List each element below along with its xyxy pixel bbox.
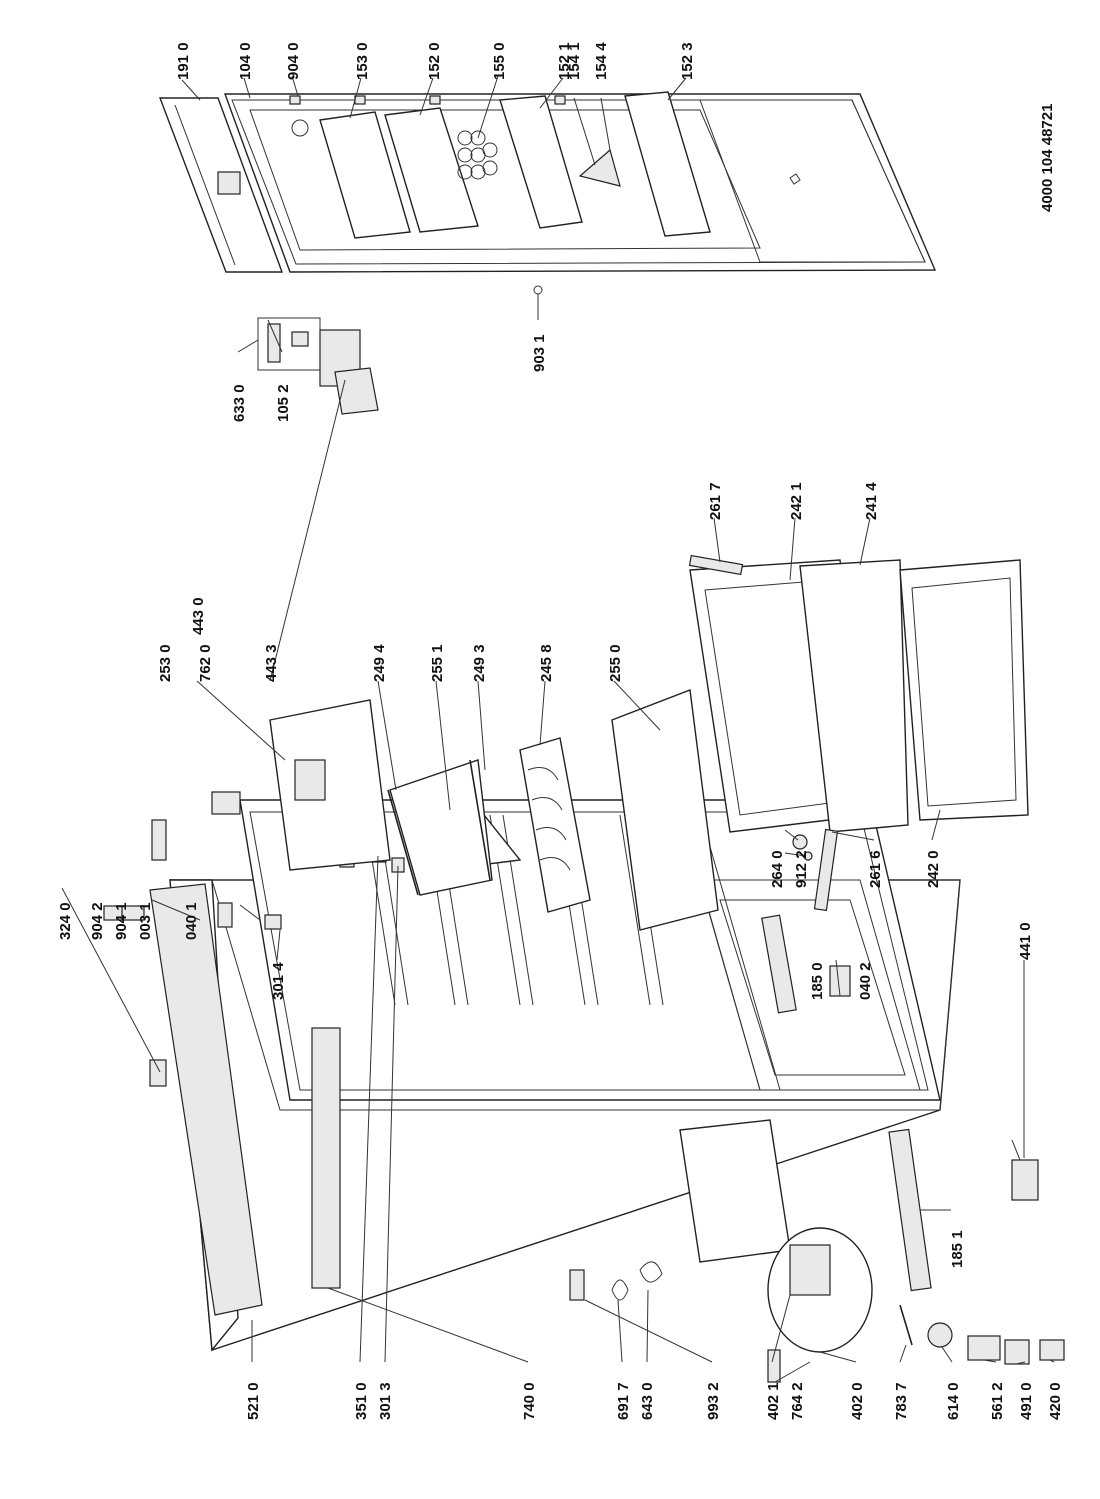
- label-993-2: 993 2: [705, 1382, 722, 1420]
- label-561-2: 561 2: [989, 1382, 1006, 1420]
- label-003-1: 003 1: [137, 902, 154, 940]
- label-912-2: 912 2: [793, 850, 810, 888]
- label-242-1: 242 1: [788, 482, 805, 520]
- label-420-0: 420 0: [1047, 1382, 1064, 1420]
- label-249-3: 249 3: [471, 644, 488, 682]
- label-152-3: 152 3: [679, 42, 696, 80]
- small-block-762: [211, 791, 241, 815]
- light-housing: [269, 699, 391, 871]
- label-402-0: 402 0: [849, 1382, 866, 1420]
- bottle-holder: [578, 148, 621, 187]
- door-shelf-152-1: [499, 95, 583, 229]
- glass-shelf-255-0: [611, 689, 719, 931]
- hinge-kit-frame: [257, 317, 321, 371]
- light-cover: [334, 367, 379, 415]
- door-shelf-152-3: [624, 91, 711, 237]
- label-154-4: 154 4: [593, 42, 610, 80]
- part-993-2: [569, 1269, 585, 1301]
- label-643-0: 643 0: [639, 1382, 656, 1420]
- label-783-7: 783 7: [893, 1382, 910, 1420]
- label-402-1: 402 1: [765, 1382, 782, 1420]
- egg-tray: [457, 130, 498, 180]
- label-904-0: 904 0: [285, 42, 302, 80]
- glass-shelf-255-1: [389, 759, 493, 896]
- label-904-1: 904 1: [113, 902, 130, 940]
- bottle-rack: [519, 737, 591, 913]
- label-040-1: 040 1: [183, 902, 200, 940]
- part-420-0: [1039, 1339, 1065, 1361]
- label-691-7: 691 7: [615, 1382, 632, 1420]
- label-105-2: 105 2: [275, 384, 292, 422]
- label-255-0: 255 0: [607, 644, 624, 682]
- label-903-1: 903 1: [531, 334, 548, 372]
- label-245-8: 245 8: [538, 644, 555, 682]
- label-443-3: 443 3: [263, 644, 280, 682]
- callout-labels: 191 0 104 0 904 0 153 0 152 0 155 0 152 …: [57, 42, 1064, 1420]
- thermostat-knob: [151, 819, 167, 861]
- label-301-4: 301 4: [270, 962, 287, 1000]
- shelves-group: [151, 329, 1029, 931]
- part-764-2: [767, 1349, 781, 1383]
- label-191-0: 191 0: [175, 42, 192, 80]
- label-491-0: 491 0: [1018, 1382, 1035, 1420]
- label-152-1: 152 1: [556, 42, 573, 80]
- label-253-0: 253 0: [157, 644, 174, 682]
- label-153-0: 153 0: [354, 42, 371, 80]
- door-assembly: [158, 91, 937, 371]
- label-249-4: 249 4: [371, 644, 388, 682]
- small-parts: [103, 902, 1065, 1383]
- relay-614: [927, 1322, 953, 1348]
- label-040-2: 040 2: [857, 962, 874, 1000]
- label-242-0: 242 0: [925, 850, 942, 888]
- leader-lines: [61, 75, 1055, 1383]
- label-762-0: 762 0: [197, 644, 214, 682]
- fan-cover: [679, 1119, 791, 1263]
- part-561-2: [967, 1335, 1001, 1361]
- label-154-1: 154 1: [566, 42, 583, 80]
- door-dairy-cover: [319, 111, 411, 239]
- label-255-1: 255 1: [429, 644, 446, 682]
- label-633-0: 633 0: [231, 384, 248, 422]
- label-740-0: 740 0: [521, 1382, 538, 1420]
- label-104-0: 104 0: [237, 42, 254, 80]
- crisper-drawer-242-0: [899, 559, 1029, 821]
- label-152-0: 152 0: [426, 42, 443, 80]
- label-264-0: 264 0: [769, 850, 786, 888]
- label-904-2: 904 2: [89, 902, 106, 940]
- label-521-0: 521 0: [245, 1382, 262, 1420]
- label-261-7: 261 7: [707, 482, 724, 520]
- label-185-0: 185 0: [809, 962, 826, 1000]
- label-241-4: 241 4: [863, 482, 880, 520]
- label-185-1: 185 1: [949, 1230, 966, 1268]
- label-443-0: 443 0: [190, 597, 207, 635]
- power-cord-box: [1011, 1159, 1039, 1201]
- label-764-2: 764 2: [789, 1382, 806, 1420]
- label-261-6: 261 6: [867, 850, 884, 888]
- part-491-0: [1004, 1339, 1030, 1365]
- label-351-0: 351 0: [353, 1382, 370, 1420]
- label-614-0: 614 0: [945, 1382, 962, 1420]
- label-155-0: 155 0: [491, 42, 508, 80]
- label-301-3: 301 3: [377, 1382, 394, 1420]
- hinge-block: [217, 171, 241, 195]
- label-441-0: 441 0: [1017, 922, 1034, 960]
- document-code: 4000 104 48721: [1039, 104, 1056, 212]
- drawer-cover-241-4: [799, 559, 909, 833]
- evaporator-strip: [311, 1027, 341, 1289]
- label-324-0: 324 0: [57, 902, 74, 940]
